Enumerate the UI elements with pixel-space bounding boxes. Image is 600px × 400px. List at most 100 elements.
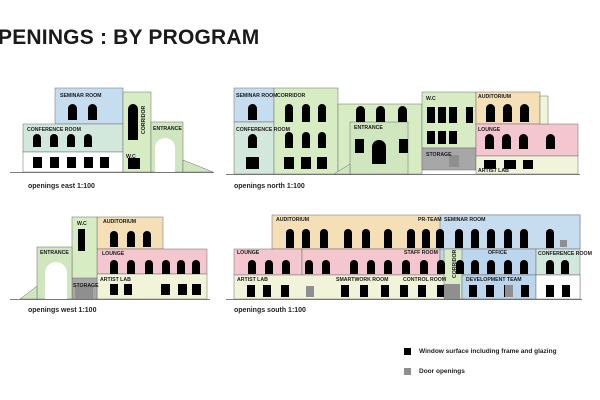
caption-east: openings east 1:100	[28, 183, 95, 190]
legend-door: Door openings	[404, 368, 465, 375]
arched-window	[422, 229, 430, 248]
arched-window	[485, 134, 494, 149]
arched-window	[145, 260, 153, 274]
arched-window	[285, 104, 293, 122]
legend-window-label: Window surface including frame and glazi…	[419, 348, 557, 355]
arched-window	[110, 260, 118, 274]
arched-window	[546, 260, 554, 274]
arched-window	[302, 132, 310, 148]
arched-window	[356, 106, 365, 122]
window	[466, 107, 473, 123]
window-openings	[33, 104, 570, 299]
arched-window	[504, 260, 512, 274]
window	[449, 131, 457, 144]
label-east-corridor: CORRIDOR	[141, 106, 147, 134]
arched-window	[455, 229, 463, 248]
label-west-auditorium: AUDITORIUM	[103, 219, 136, 225]
arched-window	[561, 260, 569, 274]
window	[301, 157, 311, 169]
window	[504, 160, 516, 169]
window	[284, 157, 294, 169]
window-swatch-icon	[404, 348, 411, 355]
arched-window	[362, 229, 370, 248]
door	[560, 240, 567, 247]
caption-west: openings west 1:100	[28, 307, 97, 314]
window	[247, 285, 255, 297]
arched-window	[407, 229, 415, 248]
label-south-seminar: SEMINAR ROOM	[444, 217, 486, 223]
window	[161, 284, 170, 295]
window	[449, 107, 457, 123]
door	[444, 284, 460, 299]
arched-window	[384, 229, 392, 248]
label-south-pr-team: PR-TEAM	[418, 217, 442, 223]
arched-window	[84, 134, 92, 147]
arched-window	[487, 229, 495, 248]
label-south-staff: STAFF ROOM	[404, 250, 438, 256]
north-chimney	[539, 95, 549, 125]
window	[399, 139, 408, 153]
window	[84, 157, 93, 168]
window	[427, 107, 435, 123]
label-south-smartwork: SMARTWORK ROOM	[336, 277, 388, 283]
arched-window	[437, 260, 445, 274]
label-north-artist: ARTIST LAB	[478, 168, 509, 174]
label-west-storage: STORAGE	[73, 283, 99, 289]
arched-window	[248, 104, 257, 120]
window	[192, 284, 201, 295]
arched-window	[162, 260, 170, 274]
label-north-lounge: LOUNGE	[478, 127, 501, 133]
label-east-entrance: ENTRANCE	[153, 126, 182, 132]
arched-window	[248, 260, 256, 274]
window	[100, 157, 109, 168]
arched-window	[68, 104, 77, 120]
window	[110, 284, 118, 295]
south-conference-block	[535, 248, 581, 276]
window	[437, 285, 445, 297]
label-south-control: CONTROL ROOM	[403, 277, 446, 283]
window	[281, 285, 289, 297]
window	[246, 157, 259, 169]
window	[546, 285, 554, 297]
arched-window	[318, 132, 326, 148]
label-south-office: OFFICE	[488, 250, 508, 256]
window	[523, 160, 533, 169]
south-white-block	[535, 274, 581, 300]
label-west-entrance: ENTRANCE	[40, 250, 69, 256]
arched-window	[143, 231, 151, 247]
window	[486, 285, 494, 297]
label-north-auditorium: AUDITORIUM	[478, 94, 511, 100]
arched-window	[127, 260, 135, 274]
arched-window	[50, 134, 58, 147]
arched-window	[282, 260, 290, 274]
window	[128, 158, 140, 169]
arched-window	[486, 104, 495, 122]
label-east-conference: CONFERENCE ROOM	[27, 127, 81, 133]
arched-window	[456, 260, 464, 274]
arched-window	[305, 260, 313, 274]
label-north-storage: STORAGE	[426, 152, 452, 158]
window	[418, 285, 426, 297]
window	[67, 157, 76, 168]
arched-window	[322, 260, 330, 274]
arched-window	[350, 260, 358, 274]
west-ramp	[19, 285, 38, 300]
label-south-conference: CONFERENCE ROOM	[538, 251, 592, 257]
window	[341, 285, 349, 297]
arched-window	[372, 140, 386, 164]
window	[484, 160, 496, 169]
arched-window	[503, 104, 512, 122]
window	[562, 285, 570, 297]
arched-window	[318, 104, 326, 122]
label-west-artist: ARTIST LAB	[100, 277, 131, 283]
arched-window	[546, 134, 555, 149]
window	[360, 285, 368, 297]
window	[427, 131, 435, 144]
label-north-corridor: CORRIDOR	[277, 93, 305, 99]
arched-window	[285, 132, 293, 148]
arched-window	[502, 134, 511, 149]
arched-window	[546, 229, 554, 248]
arched-window	[265, 260, 273, 274]
entrance-arch	[155, 138, 175, 172]
